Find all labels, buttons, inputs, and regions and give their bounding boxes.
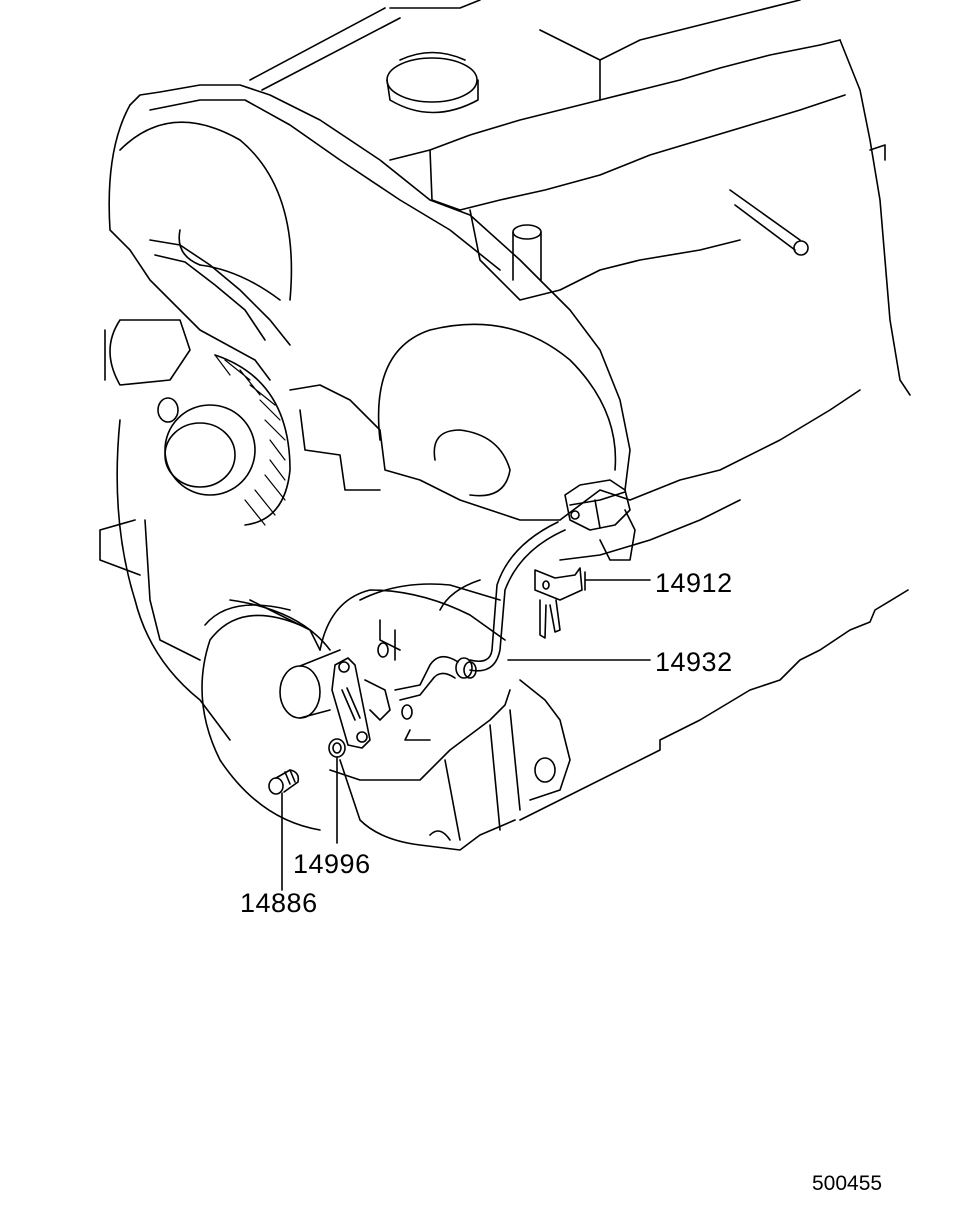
part-label-14912[interactable]: 14912 xyxy=(655,568,733,598)
crank-angle-sensor-assembly xyxy=(268,479,636,795)
washer-14996 xyxy=(328,738,346,758)
leader-14912 xyxy=(584,571,651,591)
crankshaft-pulley xyxy=(201,599,341,831)
oil-pump-housing xyxy=(319,579,571,851)
figure-code: 500455 xyxy=(812,1172,883,1195)
leader-lines xyxy=(281,571,651,891)
part-label-14886[interactable]: 14886 xyxy=(240,888,318,918)
engine-block-outline xyxy=(249,0,911,396)
part-label-14996[interactable]: 14996 xyxy=(293,849,371,879)
timing-belt-cover xyxy=(108,84,631,741)
part-label-14932[interactable]: 14932 xyxy=(655,647,733,677)
block-lower-edge xyxy=(519,389,909,821)
bolt-14886 xyxy=(268,769,300,795)
water-pump xyxy=(99,319,291,576)
